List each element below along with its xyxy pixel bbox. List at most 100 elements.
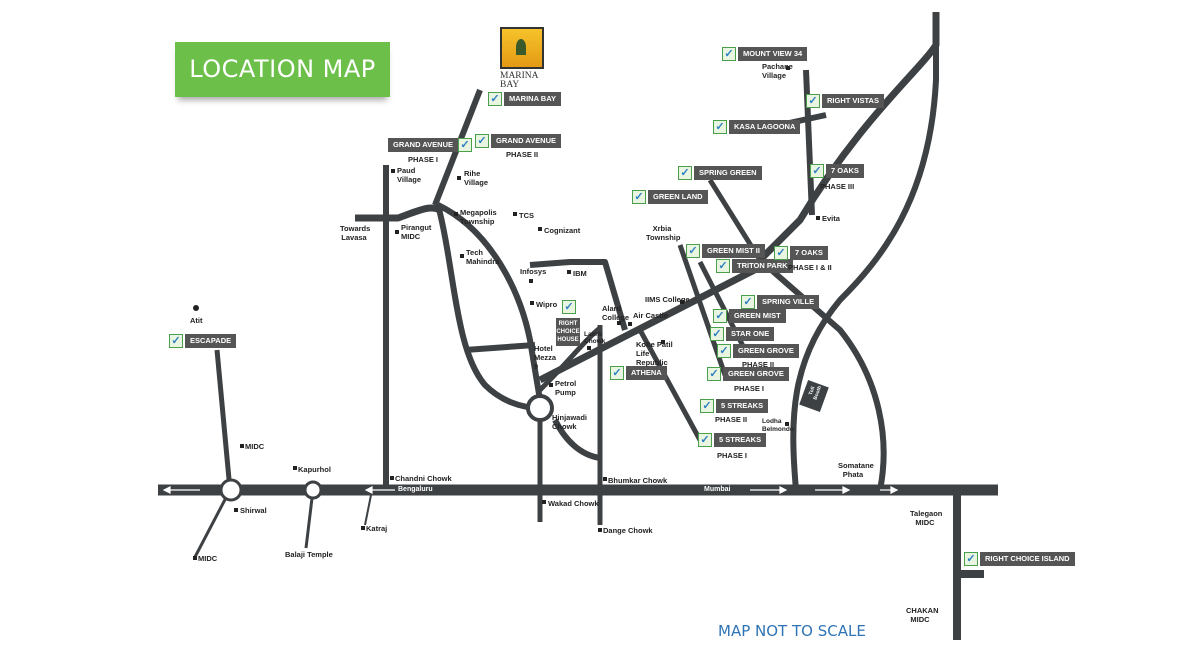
place-pirangut: Pirangut MIDC (401, 223, 432, 241)
project-5-streaks-2[interactable]: ✓5 STREAKS (700, 399, 769, 413)
marker-icon (542, 500, 546, 504)
marker-icon (454, 212, 458, 216)
place-xrbia: Xrbia Township (646, 224, 681, 242)
logo-mark-icon (500, 27, 544, 69)
project-spring-green[interactable]: ✓SPRING GREEN (678, 166, 762, 180)
project-marina-bay[interactable]: ✓MARINA BAY (488, 92, 561, 106)
grand2-phase: PHASE II (506, 150, 539, 159)
project-label: GRAND AVENUE (388, 138, 459, 152)
project-green-grove-2[interactable]: ✓GREEN GROVE (717, 344, 799, 358)
gg2-phase: PHASE II (742, 360, 775, 369)
marker-icon (628, 322, 632, 326)
project-right-choice-house[interactable]: ✓ RIGHT CHOICE HOUSE (556, 300, 580, 346)
logo-line2: BAY (500, 80, 520, 90)
marker-icon (785, 422, 789, 426)
check-icon: ✓ (964, 552, 978, 566)
check-icon: ✓ (716, 259, 730, 273)
place-rihe: Rihe Village (464, 169, 489, 187)
seven2-phase: PHASE I & II (788, 263, 832, 272)
place-talegaon: Talegaon MIDC (910, 509, 943, 527)
marker-icon (603, 477, 607, 481)
place-pachane: Pachane Village (762, 62, 793, 80)
place-infosys: Infosys (520, 267, 547, 276)
check-icon: ✓ (475, 134, 489, 148)
marker-icon (816, 216, 820, 220)
check-icon: ✓ (169, 334, 183, 348)
check-icon: ✓ (774, 246, 788, 260)
project-label: 7 OAKS (790, 246, 828, 260)
project-label: RIGHT CHOICE ISLAND (980, 552, 1075, 566)
project-label: MARINA BAY (504, 92, 561, 106)
place-evita: Evita (822, 214, 840, 223)
project-label: GREEN GROVE (723, 367, 789, 381)
marker-icon (293, 466, 297, 470)
scale-note: MAP NOT TO SCALE (718, 622, 866, 640)
fs2-phase: PHASE II (715, 415, 748, 424)
logo-text: MARINA BAY (500, 71, 546, 90)
place-tech-mahindra: Tech Mahindra (466, 248, 500, 266)
place-laxmi: Laxmi Chowk (584, 331, 606, 345)
check-icon: ✓ (562, 300, 576, 314)
project-green-mist-2[interactable]: ✓GREEN MIST II (686, 244, 765, 258)
marker-icon (361, 526, 365, 530)
project-7-oaks-3[interactable]: ✓7 OAKS (810, 164, 864, 178)
project-label: GREEN MIST (729, 309, 786, 323)
check-icon: ✓ (678, 166, 692, 180)
project-star-one[interactable]: ✓STAR ONE (710, 327, 775, 341)
marker-icon (661, 340, 665, 344)
project-right-vistas[interactable]: ✓RIGHT VISTAS (806, 94, 884, 108)
project-5-streaks-1[interactable]: ✓5 STREAKS (698, 433, 767, 447)
project-label: SPRING VILLE (757, 295, 820, 309)
project-athena[interactable]: ✓ATHENA (610, 366, 667, 380)
marker-icon (513, 212, 517, 216)
check-icon: ✓ (458, 138, 473, 152)
place-air-castle: Air Castle (633, 311, 669, 320)
project-label: SPRING GREEN (694, 166, 762, 180)
marker-icon (567, 270, 571, 274)
place-hinjawadi: Hinjawadi Chowk (552, 413, 588, 431)
project-grand-avenue-1[interactable]: GRAND AVENUE✓ (388, 138, 474, 152)
project-label: GREEN MIST II (702, 244, 765, 258)
place-cognizant: Cognizant (544, 226, 581, 235)
project-label: GREEN LAND (648, 190, 708, 204)
project-grand-avenue-2[interactable]: ✓GRAND AVENUE (475, 134, 562, 148)
project-green-mist[interactable]: ✓GREEN MIST (713, 309, 786, 323)
check-icon: ✓ (700, 399, 714, 413)
project-green-land[interactable]: ✓GREEN LAND (632, 190, 708, 204)
project-label: MOUNT VIEW 34 (738, 47, 808, 61)
project-label: GRAND AVENUE (491, 134, 562, 148)
check-icon: ✓ (707, 367, 721, 381)
project-spring-ville[interactable]: ✓SPRING VILLE (741, 295, 820, 309)
marker-icon (395, 230, 399, 234)
project-right-choice-island[interactable]: ✓RIGHT CHOICE ISLAND (964, 552, 1075, 566)
project-green-grove-1[interactable]: ✓GREEN GROVE (707, 367, 789, 381)
check-icon: ✓ (806, 94, 820, 108)
place-atit: Atit (190, 316, 203, 325)
check-icon: ✓ (686, 244, 700, 258)
project-7-oaks-12[interactable]: ✓7 OAKS (774, 246, 828, 260)
marker-icon (680, 300, 684, 304)
hinjawadi-road (538, 258, 772, 384)
hinjawadi-circle (526, 394, 554, 422)
logo-line1: MARINA (500, 71, 539, 81)
place-balaji: Balaji Temple (285, 550, 333, 559)
highway-east-label: Mumbai (704, 486, 731, 493)
place-wakad: Wakad Chowk (548, 499, 599, 508)
place-hotel: Hotel Mezza 9 (534, 344, 557, 371)
project-kasa-lagoona[interactable]: ✓KASA LAGOONA (713, 120, 801, 134)
project-mount-view[interactable]: ✓MOUNT VIEW 34 (722, 47, 808, 61)
shirwal-circle (219, 478, 243, 502)
project-escapade[interactable]: ✓ESCAPADE (169, 334, 237, 348)
gg1-phase: PHASE I (734, 384, 765, 393)
place-midc-2: MIDC (198, 554, 218, 563)
marker-icon (390, 476, 394, 480)
check-icon: ✓ (610, 366, 624, 380)
place-petrol: Petrol Pump (555, 379, 577, 397)
project-triton-park[interactable]: ✓TRITON PARK (716, 259, 793, 273)
place-katraj: Katraj (366, 524, 388, 533)
check-icon: ✓ (741, 295, 755, 309)
marker-icon (617, 321, 621, 325)
marker-icon (786, 66, 790, 70)
marker-icon (530, 301, 534, 305)
marina-bay-logo: MARINA BAY (500, 27, 546, 90)
